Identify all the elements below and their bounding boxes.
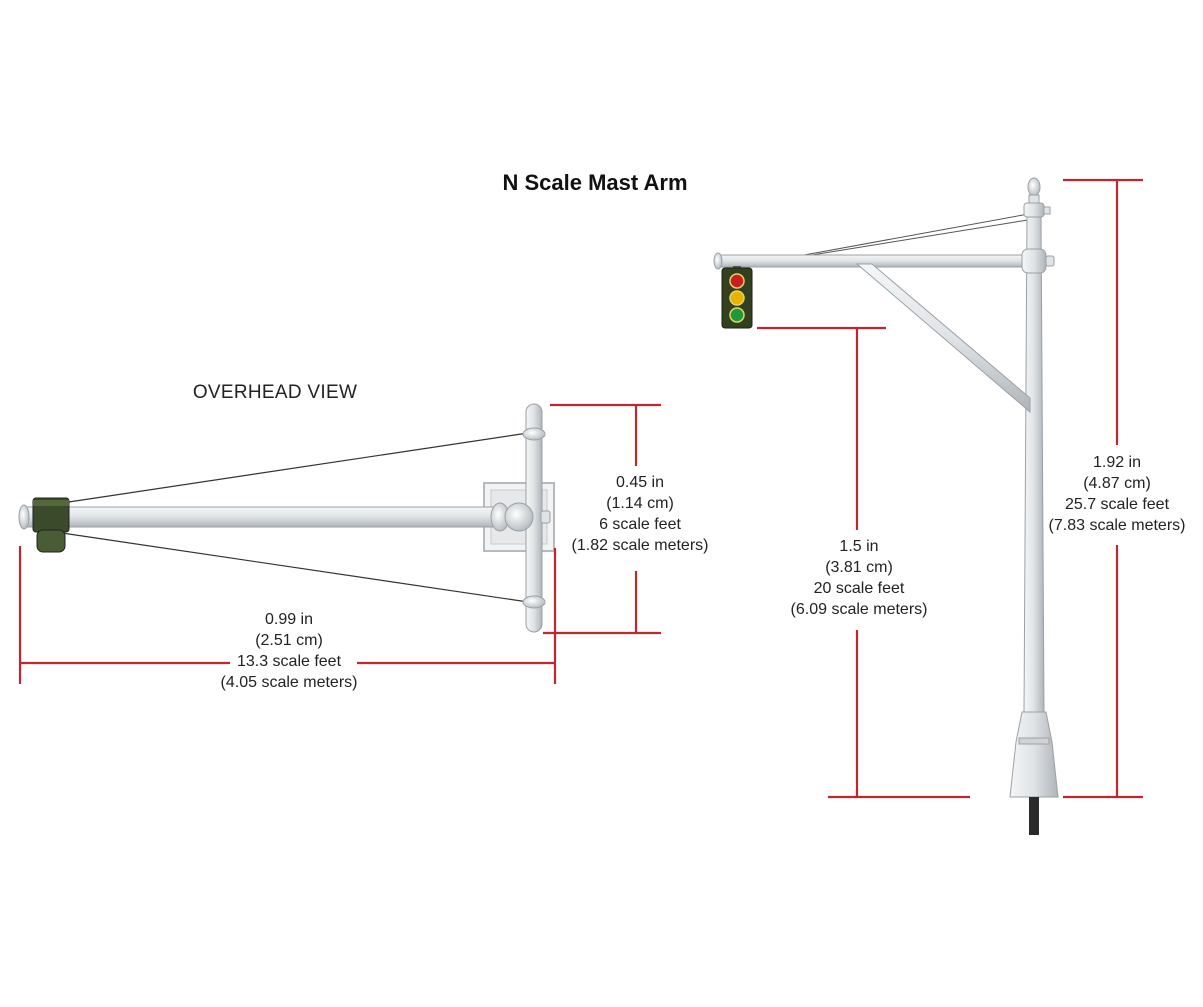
arm-length-label: 0.99 in (2.51 cm) 13.3 scale feet (4.05 …: [220, 611, 358, 691]
side-view: [713, 177, 1059, 835]
side-diagonal-brace: [855, 263, 1031, 414]
overhead-view: [18, 403, 555, 633]
dimension-arm-width: [543, 403, 661, 635]
green-lamp: [729, 307, 745, 323]
overhead-cable-top: [61, 432, 529, 504]
side-finial: [1027, 177, 1041, 197]
side-traffic-signal: [721, 266, 753, 329]
red-lamp: [729, 273, 745, 289]
signal-clearance-label: 1.5 in (3.81 cm) 20 scale feet (6.09 sca…: [790, 538, 928, 618]
dimension-signal-clearance: [757, 326, 970, 799]
diagram-title: N Scale Mast Arm: [502, 170, 688, 195]
side-mast-pole: [1023, 213, 1045, 713]
side-anchor-post: [1029, 797, 1039, 835]
dimension-total-height: [1063, 178, 1143, 799]
total-height-label: 1.92 in (4.87 cm) 25.7 scale feet (7.83 …: [1048, 454, 1186, 534]
dimension-arm-length: [18, 546, 557, 684]
overhead-cable-bottom: [61, 532, 529, 603]
side-pole-base: [1009, 711, 1059, 798]
overhead-signal-head: [32, 497, 70, 553]
yellow-lamp: [729, 290, 745, 306]
overhead-view-label: OVERHEAD VIEW: [192, 382, 358, 403]
arm-width-label: 0.45 in (1.14 cm) 6 scale feet (1.82 sca…: [571, 474, 709, 554]
overhead-pole-top: [504, 502, 534, 532]
overhead-arm: [21, 506, 503, 528]
